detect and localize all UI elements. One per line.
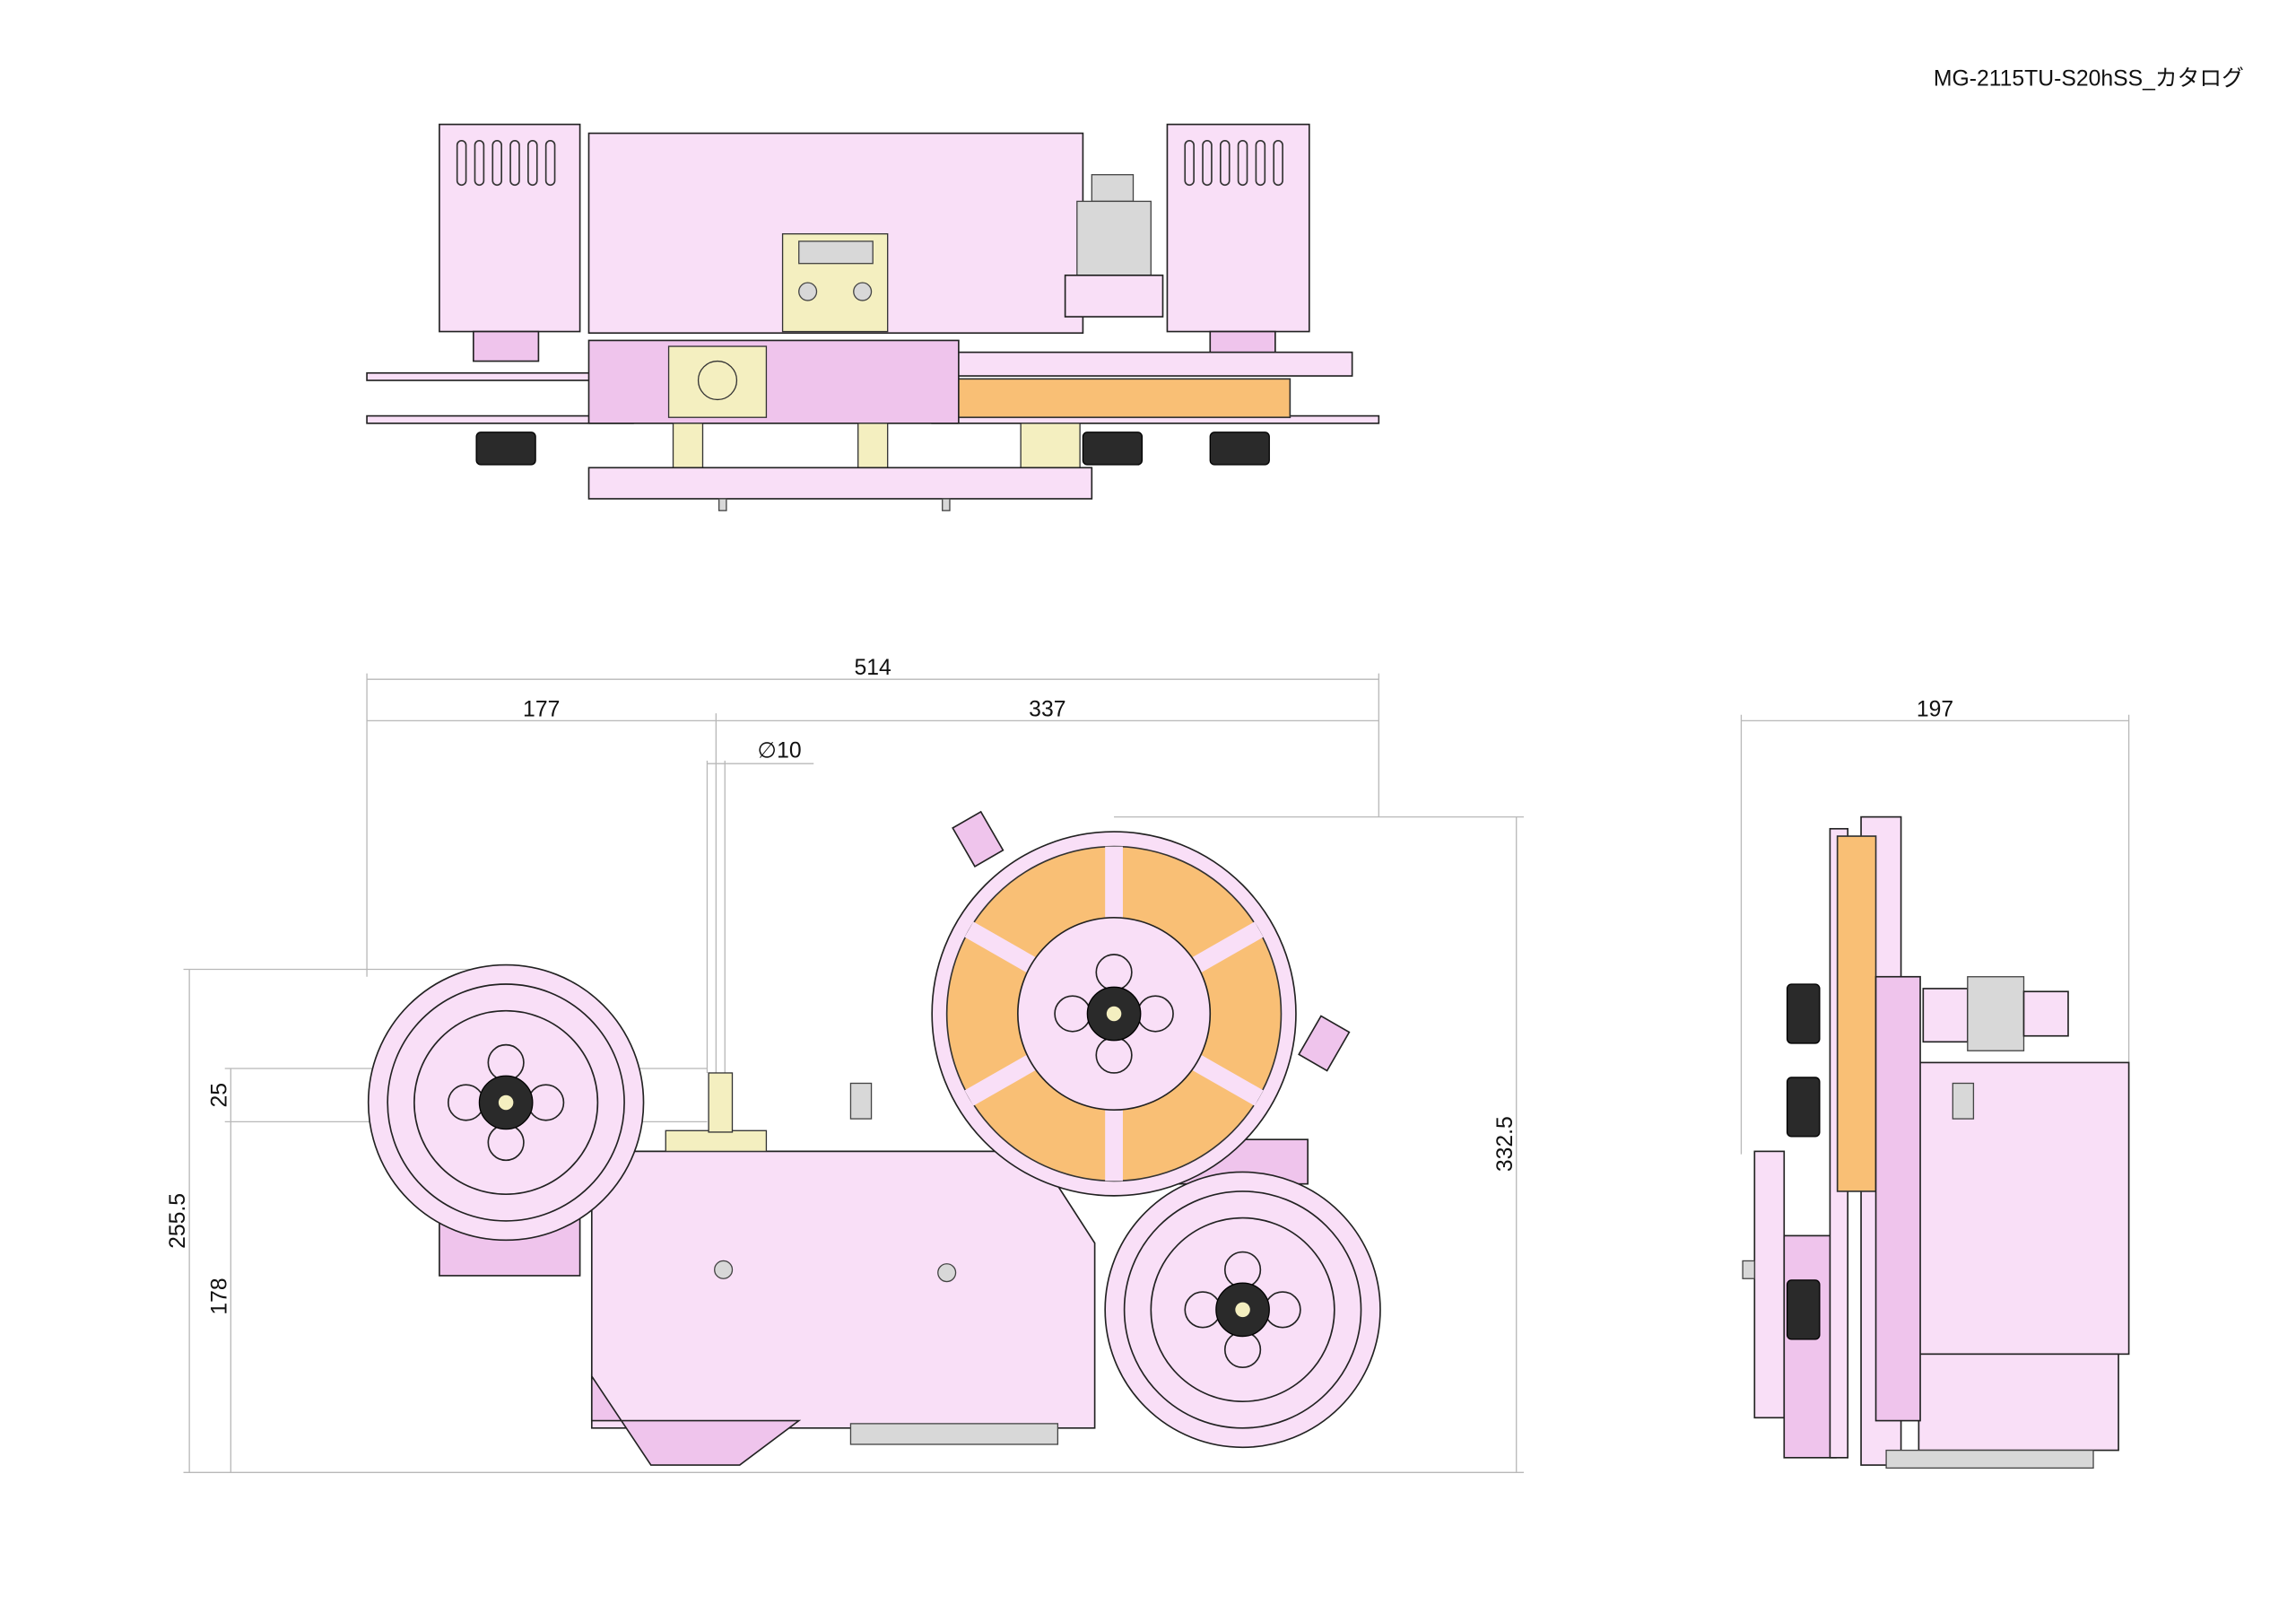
dim-base-height: 178 xyxy=(207,1278,231,1314)
dim-overall-height: 332.5 xyxy=(1493,1116,1518,1172)
dim-left-width: 177 xyxy=(523,697,560,721)
side-view xyxy=(1742,815,2130,1469)
dim-left-height: 255.5 xyxy=(166,1193,190,1249)
dim-shaft-offset: 25 xyxy=(207,1083,231,1108)
dim-right-width: 337 xyxy=(1029,697,1065,721)
front-view xyxy=(367,810,1381,1466)
dim-shaft-diameter: ∅10 xyxy=(758,739,802,763)
left-reel xyxy=(367,964,645,1242)
top-view xyxy=(366,123,1380,511)
drawing-title: MG-2115TU-S20hSS_カタログ xyxy=(1934,66,2244,92)
lower-right-reel xyxy=(1104,1171,1381,1449)
large-tape-reel xyxy=(931,810,1351,1197)
dim-side-depth: 197 xyxy=(1917,697,1953,721)
dim-overall-width: 514 xyxy=(855,656,892,680)
